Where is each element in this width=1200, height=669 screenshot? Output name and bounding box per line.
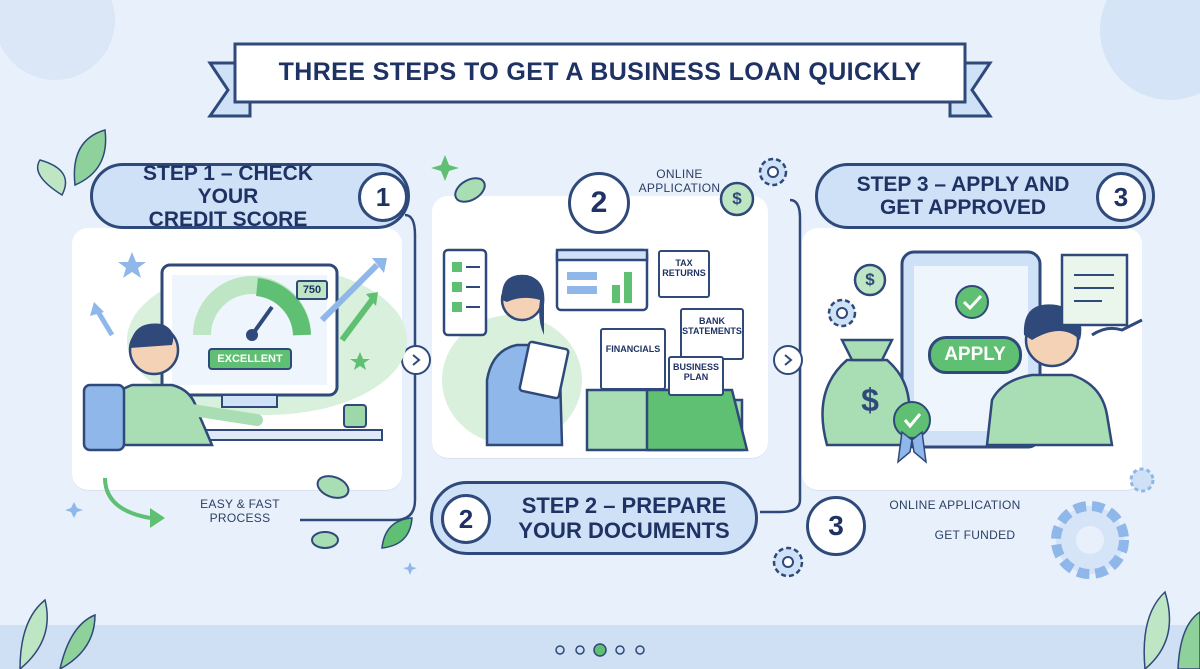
gear-icon bbox=[772, 546, 804, 578]
step2-top-label-line2: APPLICATION bbox=[638, 181, 721, 195]
documents-illustration bbox=[442, 248, 749, 452]
coin-stack-icon bbox=[311, 177, 486, 549]
dollar-coin-step3: $ bbox=[865, 270, 875, 289]
step3-caption-line2: GET FUNDED bbox=[934, 528, 1016, 542]
step1-number: 1 bbox=[358, 172, 408, 222]
gear-icon bbox=[758, 157, 788, 187]
apply-button[interactable]: APPLY bbox=[928, 336, 1022, 374]
step1-label: STEP 1 – CHECK YOUR CREDIT SCORE bbox=[90, 161, 410, 231]
doc-financials: FINANCIALS bbox=[600, 328, 666, 390]
next-arrow-1[interactable] bbox=[401, 345, 431, 375]
dollar-coin-step2: $ bbox=[732, 189, 742, 208]
money-bag-dollar: $ bbox=[861, 382, 879, 418]
step2-number-bottom: 2 bbox=[441, 494, 491, 544]
next-arrow-2[interactable] bbox=[773, 345, 803, 375]
gear-icon bbox=[827, 298, 857, 328]
gear-icon bbox=[1129, 467, 1155, 493]
step2-top-label: ONLINE APPLICATION bbox=[632, 167, 727, 195]
chevron-right-icon bbox=[784, 354, 793, 366]
step3-label-line2: GET APPROVED bbox=[879, 196, 1047, 219]
step2-top-label-line1: ONLINE bbox=[656, 167, 703, 181]
step3-number-top: 3 bbox=[1096, 172, 1146, 222]
doc-bank-line1: BANK bbox=[699, 316, 725, 326]
doc-plan-line2: PLAN bbox=[683, 372, 709, 382]
doc-plan-line1: BUSINESS bbox=[672, 362, 719, 372]
gauge-rating-badge: EXCELLENT bbox=[208, 348, 292, 370]
doc-tax-line1: TAX bbox=[675, 258, 693, 268]
doc-bank-statements: BANK STATEMENTS bbox=[680, 308, 744, 360]
doc-tax-line2: RETURNS bbox=[662, 268, 706, 278]
step2-number-top: 2 bbox=[568, 172, 630, 234]
step1-label-line1: STEP 1 – CHECK YOUR bbox=[143, 161, 313, 208]
sparkle-icon bbox=[65, 155, 459, 575]
gauge-value-badge: 750 bbox=[296, 280, 328, 300]
gear-icon bbox=[1051, 501, 1129, 579]
doc-tax-returns: TAX RETURNS bbox=[658, 250, 710, 298]
step3-caption-line1: ONLINE APPLICATION bbox=[889, 498, 1021, 512]
step3-number-bottom: 3 bbox=[806, 496, 866, 556]
step1-caption: EASY & FAST PROCESS bbox=[200, 497, 280, 525]
leaf-icon bbox=[19, 129, 1200, 669]
doc-bank-line2: STATEMENTS bbox=[682, 326, 742, 336]
step3-label-line1: STEP 3 – APPLY AND bbox=[856, 173, 1070, 196]
doc-business-plan: BUSINESS PLAN bbox=[668, 356, 724, 396]
coin-icon bbox=[719, 181, 887, 297]
step2-label-line2: YOUR DOCUMENTS bbox=[518, 518, 730, 543]
chevron-right-icon bbox=[412, 354, 421, 366]
pagination-dots bbox=[555, 643, 645, 657]
step2-label-line1: STEP 2 – PREPARE bbox=[521, 493, 727, 518]
title-ribbon bbox=[207, 42, 993, 118]
page-title: THREE STEPS TO GET A BUSINESS LOAN QUICK… bbox=[278, 58, 922, 86]
step1-label-line2: CREDIT SCORE bbox=[148, 207, 308, 231]
